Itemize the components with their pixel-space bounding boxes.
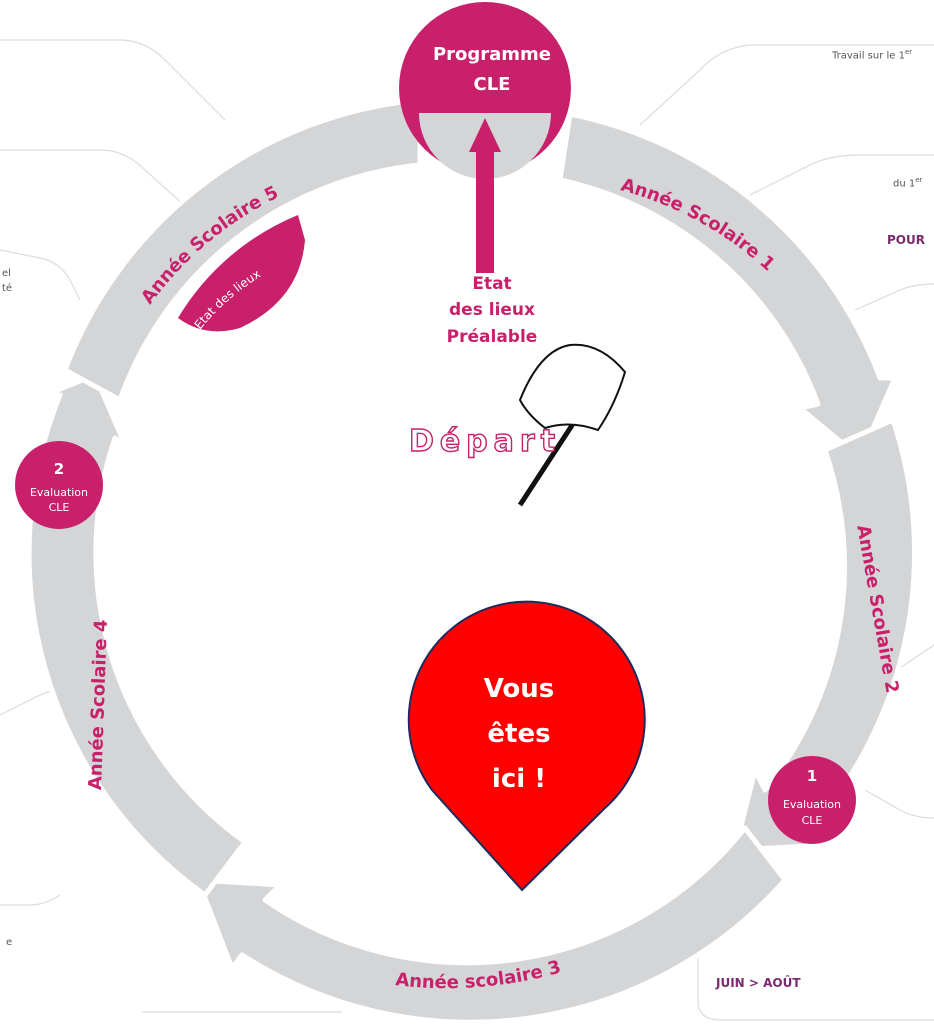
depart-label: Départ: [409, 424, 561, 459]
programme-cle-label: CLE: [474, 74, 511, 95]
evaluation-2-circle: 2 Evaluation CLE: [15, 441, 103, 529]
juin-aout-text: JUIN > AOÛT: [716, 976, 801, 990]
checkered-flag-icon: [517, 343, 627, 507]
pour-text: POUR: [887, 233, 925, 247]
du-text: du 1er: [893, 176, 923, 190]
location-pin: Vous êtes ici !: [407, 600, 646, 892]
pin-line-3: ici !: [492, 764, 546, 794]
ring-segment-year-2: [732, 417, 918, 853]
travail-text: Travail sur le 1er: [832, 48, 913, 62]
evaluation-2-cle: CLE: [49, 501, 70, 514]
programme-cle-circle: Programme CLE: [399, 2, 571, 273]
center-text: Etat des lieux Préalable: [447, 274, 538, 347]
arrow-shaft: [476, 138, 494, 273]
evaluation-1-number: 1: [807, 767, 817, 785]
left-fragment-3: e: [6, 937, 13, 948]
arrow-head-icon: [469, 118, 501, 152]
etat-label: Etat: [472, 274, 511, 294]
prealable-label: Préalable: [447, 327, 538, 347]
evaluation-1-cle: CLE: [802, 814, 823, 827]
left-fragment-2: té: [2, 283, 13, 294]
ring-segment-year-3: [195, 825, 788, 1025]
evaluation-2-label: Evaluation: [30, 486, 88, 499]
evaluation-2-number: 2: [54, 460, 64, 478]
background-panels: [0, 39, 934, 1021]
left-fragment-1: el: [2, 268, 11, 279]
cycle-ring: [26, 97, 918, 1025]
pin-line-1: Vous: [484, 674, 555, 704]
ring-segment-year-1: [557, 111, 898, 461]
evaluation-1-circle: 1 Evaluation CLE: [768, 756, 856, 844]
des-lieux-label: des lieux: [449, 300, 535, 320]
evaluation-1-label: Evaluation: [783, 798, 841, 811]
programme-label: Programme: [433, 44, 551, 65]
pin-line-2: êtes: [487, 719, 550, 749]
